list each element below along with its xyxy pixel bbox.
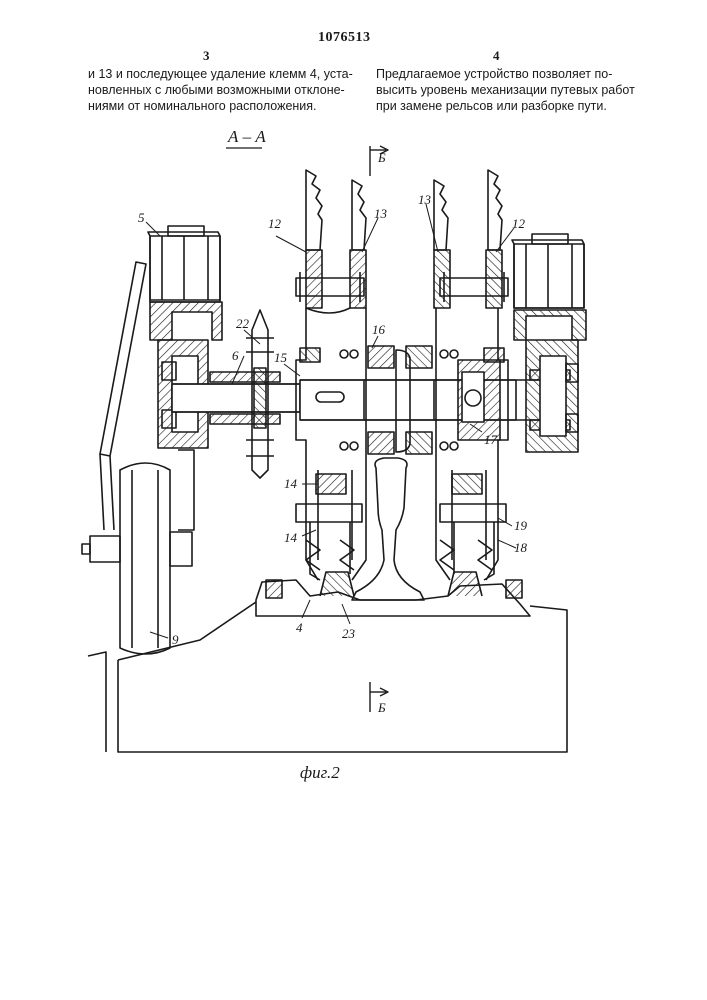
part-label-9: 9 [172,632,179,647]
part-label-23: 23 [342,626,356,641]
part-label-15: 15 [274,350,288,365]
part-label-12-right: 12 [512,216,526,231]
part-label-14-lower: 14 [284,530,298,545]
left-wheel [82,463,192,654]
part-label-17: 17 [484,432,498,447]
right-bearing-housing [526,340,578,452]
part-label-13-right: 13 [418,192,432,207]
part-label-5: 5 [138,210,145,225]
right-blade-assembly [434,170,508,580]
part-label-14-upper: 14 [284,476,298,491]
right-motor [512,234,586,340]
part-label-12-left: 12 [268,216,282,231]
left-blade-assembly [296,170,366,580]
sleeper-body [88,602,567,752]
section-mark-top: Б [377,150,386,165]
part-label-16: 16 [372,322,386,337]
part-label-18: 18 [514,540,528,555]
section-mark-bottom: Б [377,700,386,715]
part-label-22: 22 [236,316,250,331]
part-label-19: 19 [514,518,528,533]
rail [352,458,424,600]
section-label: А – А [227,127,266,146]
base-plate [256,572,530,616]
part-label-13-left: 13 [374,206,388,221]
left-motor [148,226,222,340]
part-label-4: 4 [296,620,303,635]
part-label-6: 6 [232,348,239,363]
figure-caption: фиг.2 [300,763,340,782]
